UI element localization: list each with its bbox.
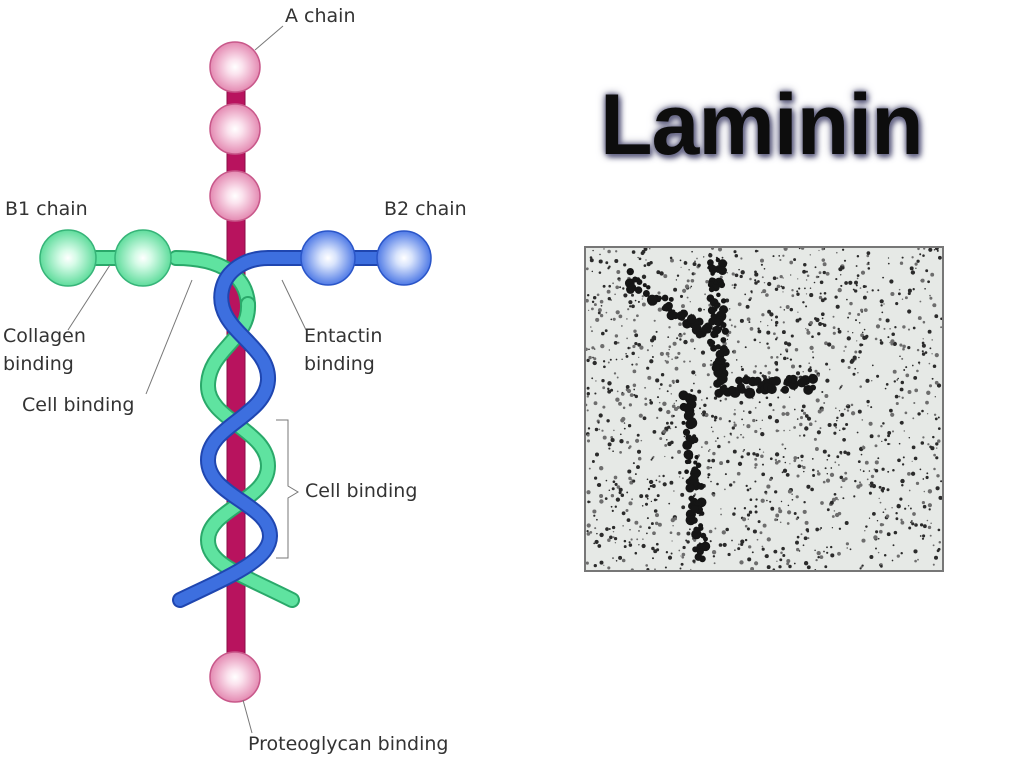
b2-chain-domain — [300, 230, 356, 286]
a-chain-domain — [209, 170, 261, 222]
cell-binding-left-label: Cell binding — [22, 394, 134, 416]
collagen-binding-label-line1: Collagen — [3, 325, 86, 347]
page-title: Laminin — [600, 77, 924, 173]
b1-chain-domain — [114, 229, 172, 287]
b2-chain-domains — [300, 230, 432, 286]
a-chain-domain — [209, 103, 261, 155]
micrograph-speckle — [586, 248, 942, 570]
leader-lines — [67, 25, 307, 734]
entactin-binding-label-line2: binding — [304, 353, 375, 375]
a-chain-domain — [209, 651, 261, 703]
proteoglycan-binding-label: Proteoglycan binding — [248, 733, 448, 755]
a-chain-domains — [209, 41, 261, 703]
b1-chain-domain — [39, 229, 97, 287]
a-chain-rod — [226, 79, 246, 681]
b1-chain-label: B1 chain — [5, 198, 88, 220]
b2-chain-label: B2 chain — [384, 198, 467, 220]
a-chain-label: A chain — [285, 5, 356, 27]
electron-micrograph — [584, 246, 944, 572]
entactin-binding-label-line1: Entactin — [304, 325, 382, 347]
cell-binding-right-label: Cell binding — [305, 480, 417, 502]
a-chain-domain — [209, 41, 261, 93]
b2-chain-domain — [376, 230, 432, 286]
b1-chain-domains — [39, 229, 172, 287]
collagen-binding-label-line2: binding — [3, 353, 74, 375]
